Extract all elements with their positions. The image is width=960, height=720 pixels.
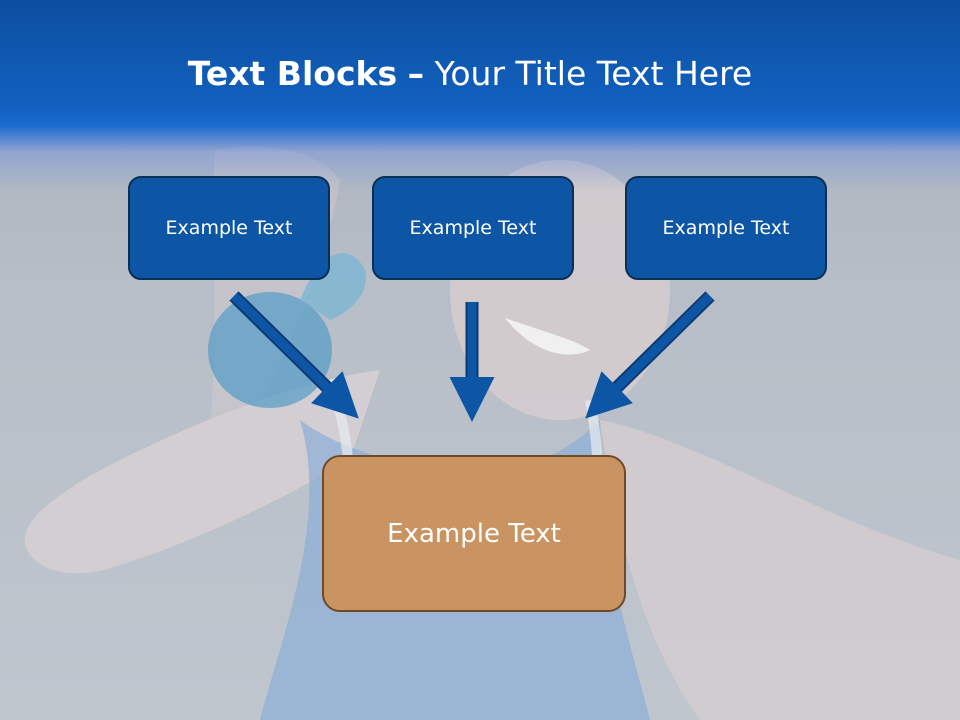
text-block-top-center-label: Example Text	[409, 217, 537, 239]
text-block-top-center: Example Text	[372, 176, 574, 280]
smile-shape	[505, 318, 590, 355]
left-arm-shape	[24, 370, 380, 574]
text-block-top-right: Example Text	[625, 176, 827, 280]
text-block-bottom-label: Example Text	[387, 518, 561, 549]
arrow-right-to-bottom	[585, 291, 715, 419]
text-block-bottom: Example Text	[322, 455, 626, 612]
slide-title: Text Blocks – Your Title Text Here	[0, 52, 940, 96]
title-rest-part: Your Title Text Here	[434, 54, 753, 93]
text-block-top-left: Example Text	[128, 176, 330, 280]
kettlebell-shape	[208, 292, 332, 408]
title-bold-part: Text Blocks	[187, 54, 398, 93]
text-block-top-left-label: Example Text	[165, 217, 293, 239]
title-bar	[0, 0, 960, 190]
text-block-top-right-label: Example Text	[662, 217, 790, 239]
right-arm-shape	[600, 420, 960, 720]
title-separator: –	[407, 54, 425, 93]
arrow-left-to-bottom	[229, 291, 359, 419]
